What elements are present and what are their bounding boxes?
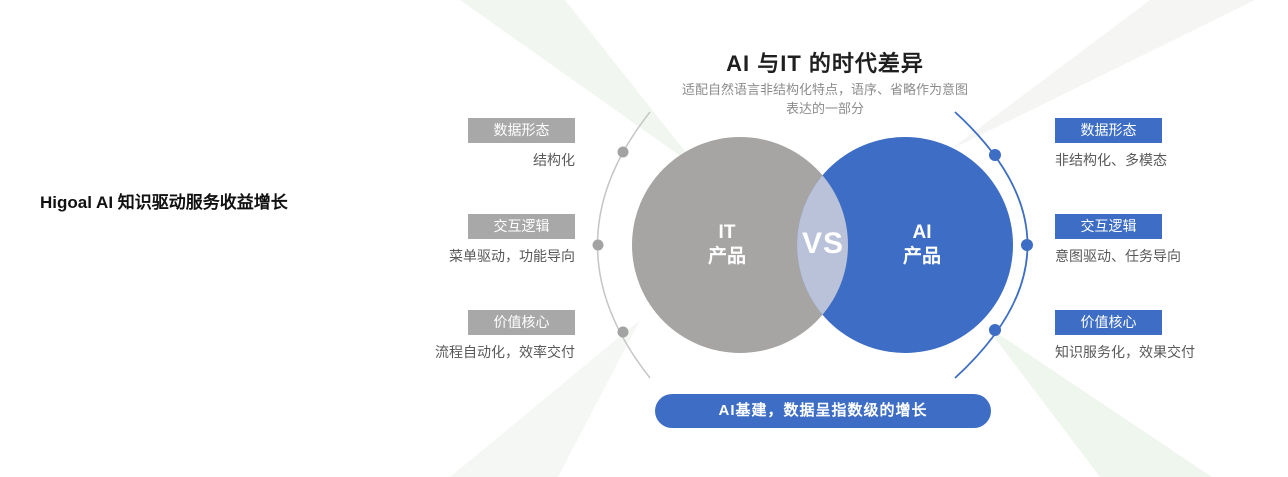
right-arc-dot-3 — [989, 324, 1001, 336]
right-arc-dot-1 — [989, 149, 1001, 161]
left-arc-dot-1 — [617, 146, 629, 158]
ai-circle-label: AI 产品 — [862, 221, 982, 269]
ai-desc-value-core: 知识服务化，效果交付 — [1055, 344, 1195, 360]
diagram-subtitle: 适配自然语言非结构化特点，语序、省略作为意图 表达的一部分 — [575, 80, 1075, 118]
ai-tag-interaction-logic: 交互逻辑 — [1055, 214, 1162, 239]
ai-tag-data-form: 数据形态 — [1055, 118, 1162, 143]
it-tag-interaction-logic: 交互逻辑 — [468, 214, 575, 239]
ai-desc-data-form: 非结构化、多模态 — [1055, 152, 1167, 168]
ai-tag-value-core: 价值核心 — [1055, 310, 1162, 335]
it-circle-label-line1: IT — [718, 222, 736, 243]
ai-circle — [797, 137, 1013, 353]
it-circle-label-line2: 产品 — [707, 246, 746, 267]
subtitle-line-2: 表达的一部分 — [785, 101, 864, 116]
ai-circle-label-line1: AI — [912, 222, 932, 243]
subtitle-line-1: 适配自然语言非结构化特点，语序、省略作为意图 — [681, 82, 968, 97]
left-arc-dot-2 — [592, 239, 604, 251]
it-desc-value-core: 流程自动化，效率交付 — [435, 344, 575, 360]
footer-banner: AI基建，数据呈指数级的增长 — [655, 394, 991, 428]
vs-label: VS — [801, 227, 845, 260]
right-arc-dot-2 — [1021, 239, 1033, 251]
it-circle — [632, 137, 848, 353]
it-desc-data-form: 结构化 — [533, 152, 575, 168]
left-arc-dot-3 — [617, 326, 629, 338]
ai-desc-interaction-logic: 意图驱动、任务导向 — [1055, 248, 1181, 264]
diagram-title: AI 与IT 的时代差异 — [726, 51, 924, 76]
ai-circle-label-line2: 产品 — [902, 246, 941, 267]
it-circle-label: IT 产品 — [667, 221, 787, 269]
it-desc-interaction-logic: 菜单驱动，功能导向 — [449, 248, 575, 264]
it-tag-data-form: 数据形态 — [468, 118, 575, 143]
page-left-title: Higoal AI 知识驱动服务收益增长 — [40, 193, 288, 212]
it-tag-value-core: 价值核心 — [468, 310, 575, 335]
venn-diagram — [632, 137, 1013, 353]
